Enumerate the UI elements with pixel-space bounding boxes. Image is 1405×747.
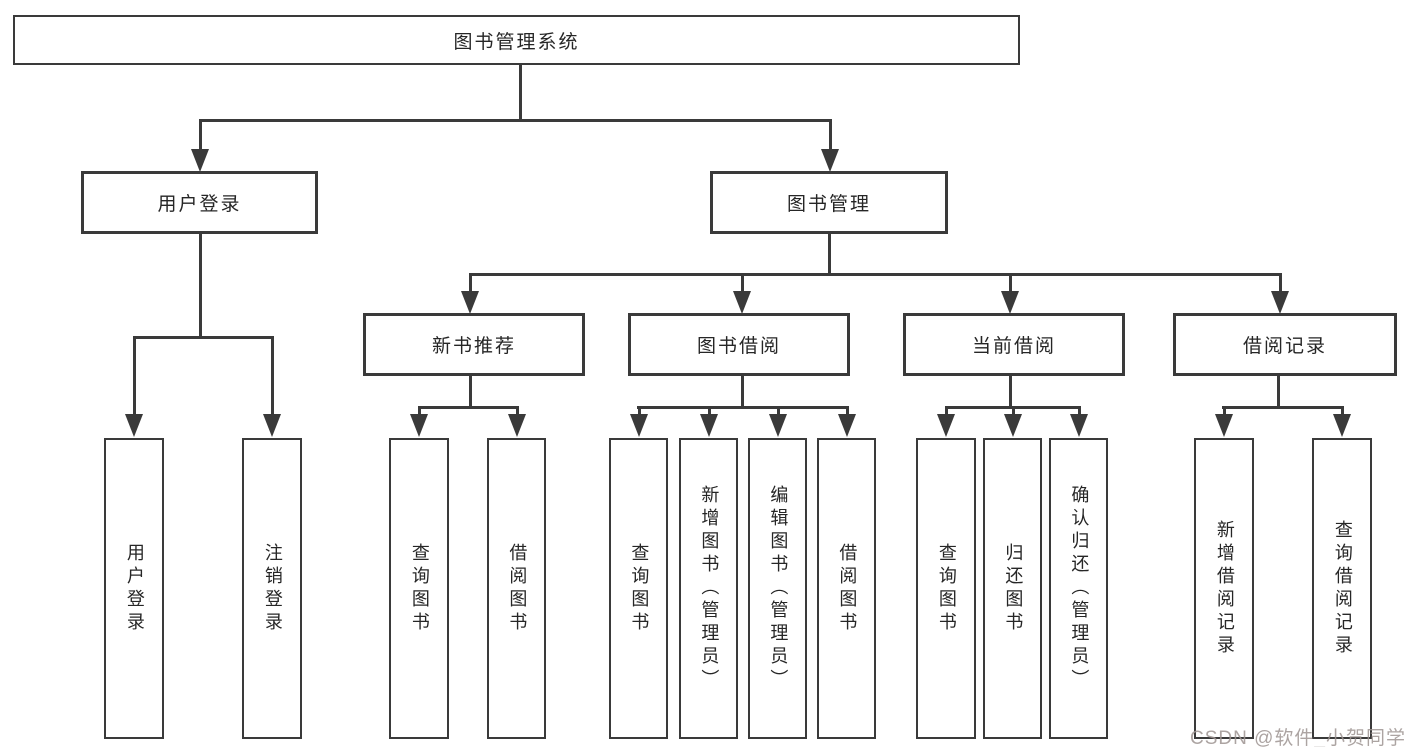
leaf-query-book-current: 查询图书 [916,438,976,739]
edge-to-new-book-recommendation [469,273,472,292]
leaf-query-book-borrowing-label: 查询图书 [629,542,650,635]
edge-to-leaf [1223,406,1226,418]
edge-new-book-recommendation-stem [469,376,472,407]
arrowhead-current-borrowing-icon [1001,291,1019,314]
leaf-add-borrow-record-label: 新增借阅记录 [1214,519,1235,658]
edge-to-leaf-logout [271,336,274,416]
node-root-label: 图书管理系统 [453,31,580,53]
arrowhead-leaf-user-login-icon [125,414,143,437]
csdn-watermark: CSDN @软件_小贺同学 [1190,728,1405,747]
node-book-management: 图书管理 [710,171,948,234]
edge-borrowing-records-stem [1277,376,1280,407]
leaf-query-borrow-record-label: 查询借阅记录 [1332,519,1353,658]
edge-to-leaf-user-login [133,336,136,416]
edge-to-leaf [708,406,711,418]
edge-to-book-management [829,119,832,151]
arrowhead-leaf-icon [1333,414,1351,437]
leaf-edit-book-admin-label: 编辑图书（管理员） [768,485,789,692]
leaf-add-borrow-record: 新增借阅记录 [1194,438,1254,739]
node-current-borrowing: 当前借阅 [903,313,1125,376]
node-borrowing-records-label: 借阅记录 [1242,336,1327,357]
edge-to-leaf [1078,406,1081,418]
edge-to-leaf [638,406,641,418]
edge-to-borrowing-records [1279,273,1282,292]
node-current-borrowing-label: 当前借阅 [971,336,1056,357]
edge-to-user-login [199,119,202,151]
edge-level1-branch [199,119,832,122]
node-book-borrowing: 图书借阅 [628,313,850,376]
edge-user-login-branch [133,336,274,339]
edge-borrowing-records-branch [1222,406,1343,409]
arrowhead-leaf-icon [838,414,856,437]
arrowhead-leaf-icon [1070,414,1088,437]
edge-current-borrowing-stem [1009,376,1012,407]
leaf-add-book-admin: 新增图书（管理员） [679,438,738,739]
leaf-query-book-current-label: 查询图书 [936,542,957,635]
edge-to-book-borrowing [741,273,744,292]
leaf-query-borrow-record: 查询借阅记录 [1312,438,1372,739]
edge-to-leaf [418,406,421,418]
node-new-book-recommendation-label: 新书推荐 [431,336,516,357]
arrowhead-leaf-logout-icon [263,414,281,437]
edge-to-leaf [1012,406,1015,418]
node-root: 图书管理系统 [13,15,1020,65]
node-user-login-label: 用户登录 [157,194,242,215]
edge-level2-branch [469,273,1282,276]
edge-user-login-stem [199,234,202,339]
leaf-query-book-recommend-label: 查询图书 [409,542,430,635]
node-book-borrowing-label: 图书借阅 [696,336,781,357]
leaf-add-book-admin-label: 新增图书（管理员） [699,485,720,692]
edge-to-leaf [516,406,519,418]
arrowhead-leaf-icon [1215,414,1233,437]
edge-to-leaf [945,406,948,418]
leaf-borrow-book-label: 借阅图书 [837,542,858,635]
leaf-confirm-return-admin-label: 确认归还（管理员） [1069,485,1090,692]
edge-to-leaf [846,406,849,418]
edge-to-leaf [777,406,780,418]
arrowhead-borrowing-records-icon [1271,291,1289,314]
leaf-logout: 注销登录 [242,438,302,739]
leaf-logout-label: 注销登录 [262,542,283,635]
arrowhead-book-management-icon [821,149,839,172]
node-borrowing-records: 借阅记录 [1173,313,1397,376]
arrowhead-leaf-icon [410,414,428,437]
arrowhead-leaf-icon [1004,414,1022,437]
arrowhead-user-login-icon [191,149,209,172]
edge-book-management-stem [828,234,831,275]
edge-to-leaf [1341,406,1344,418]
node-book-management-label: 图书管理 [786,194,871,215]
arrowhead-leaf-icon [700,414,718,437]
node-user-login: 用户登录 [81,171,318,234]
edge-root-stem [519,64,522,121]
leaf-confirm-return-admin: 确认归还（管理员） [1049,438,1108,739]
arrowhead-leaf-icon [769,414,787,437]
edge-book-borrowing-branch [637,406,848,409]
leaf-borrow-book: 借阅图书 [817,438,876,739]
arrowhead-leaf-icon [508,414,526,437]
arrowhead-new-book-recommendation-icon [461,291,479,314]
leaf-user-login: 用户登录 [104,438,164,739]
leaf-query-book-borrowing: 查询图书 [609,438,668,739]
leaf-query-book-recommend: 查询图书 [389,438,449,739]
node-new-book-recommendation: 新书推荐 [363,313,585,376]
arrowhead-leaf-icon [630,414,648,437]
leaf-user-login-label: 用户登录 [124,542,145,635]
edge-to-current-borrowing [1009,273,1012,292]
leaf-return-book-label: 归还图书 [1003,542,1024,635]
arrowhead-book-borrowing-icon [733,291,751,314]
edge-book-borrowing-stem [741,376,744,407]
leaf-borrow-book-recommend: 借阅图书 [487,438,546,739]
leaf-return-book: 归还图书 [983,438,1042,739]
arrowhead-leaf-icon [937,414,955,437]
edge-new-book-recommendation-branch [418,406,518,409]
leaf-borrow-book-recommend-label: 借阅图书 [507,542,528,635]
leaf-edit-book-admin: 编辑图书（管理员） [748,438,807,739]
